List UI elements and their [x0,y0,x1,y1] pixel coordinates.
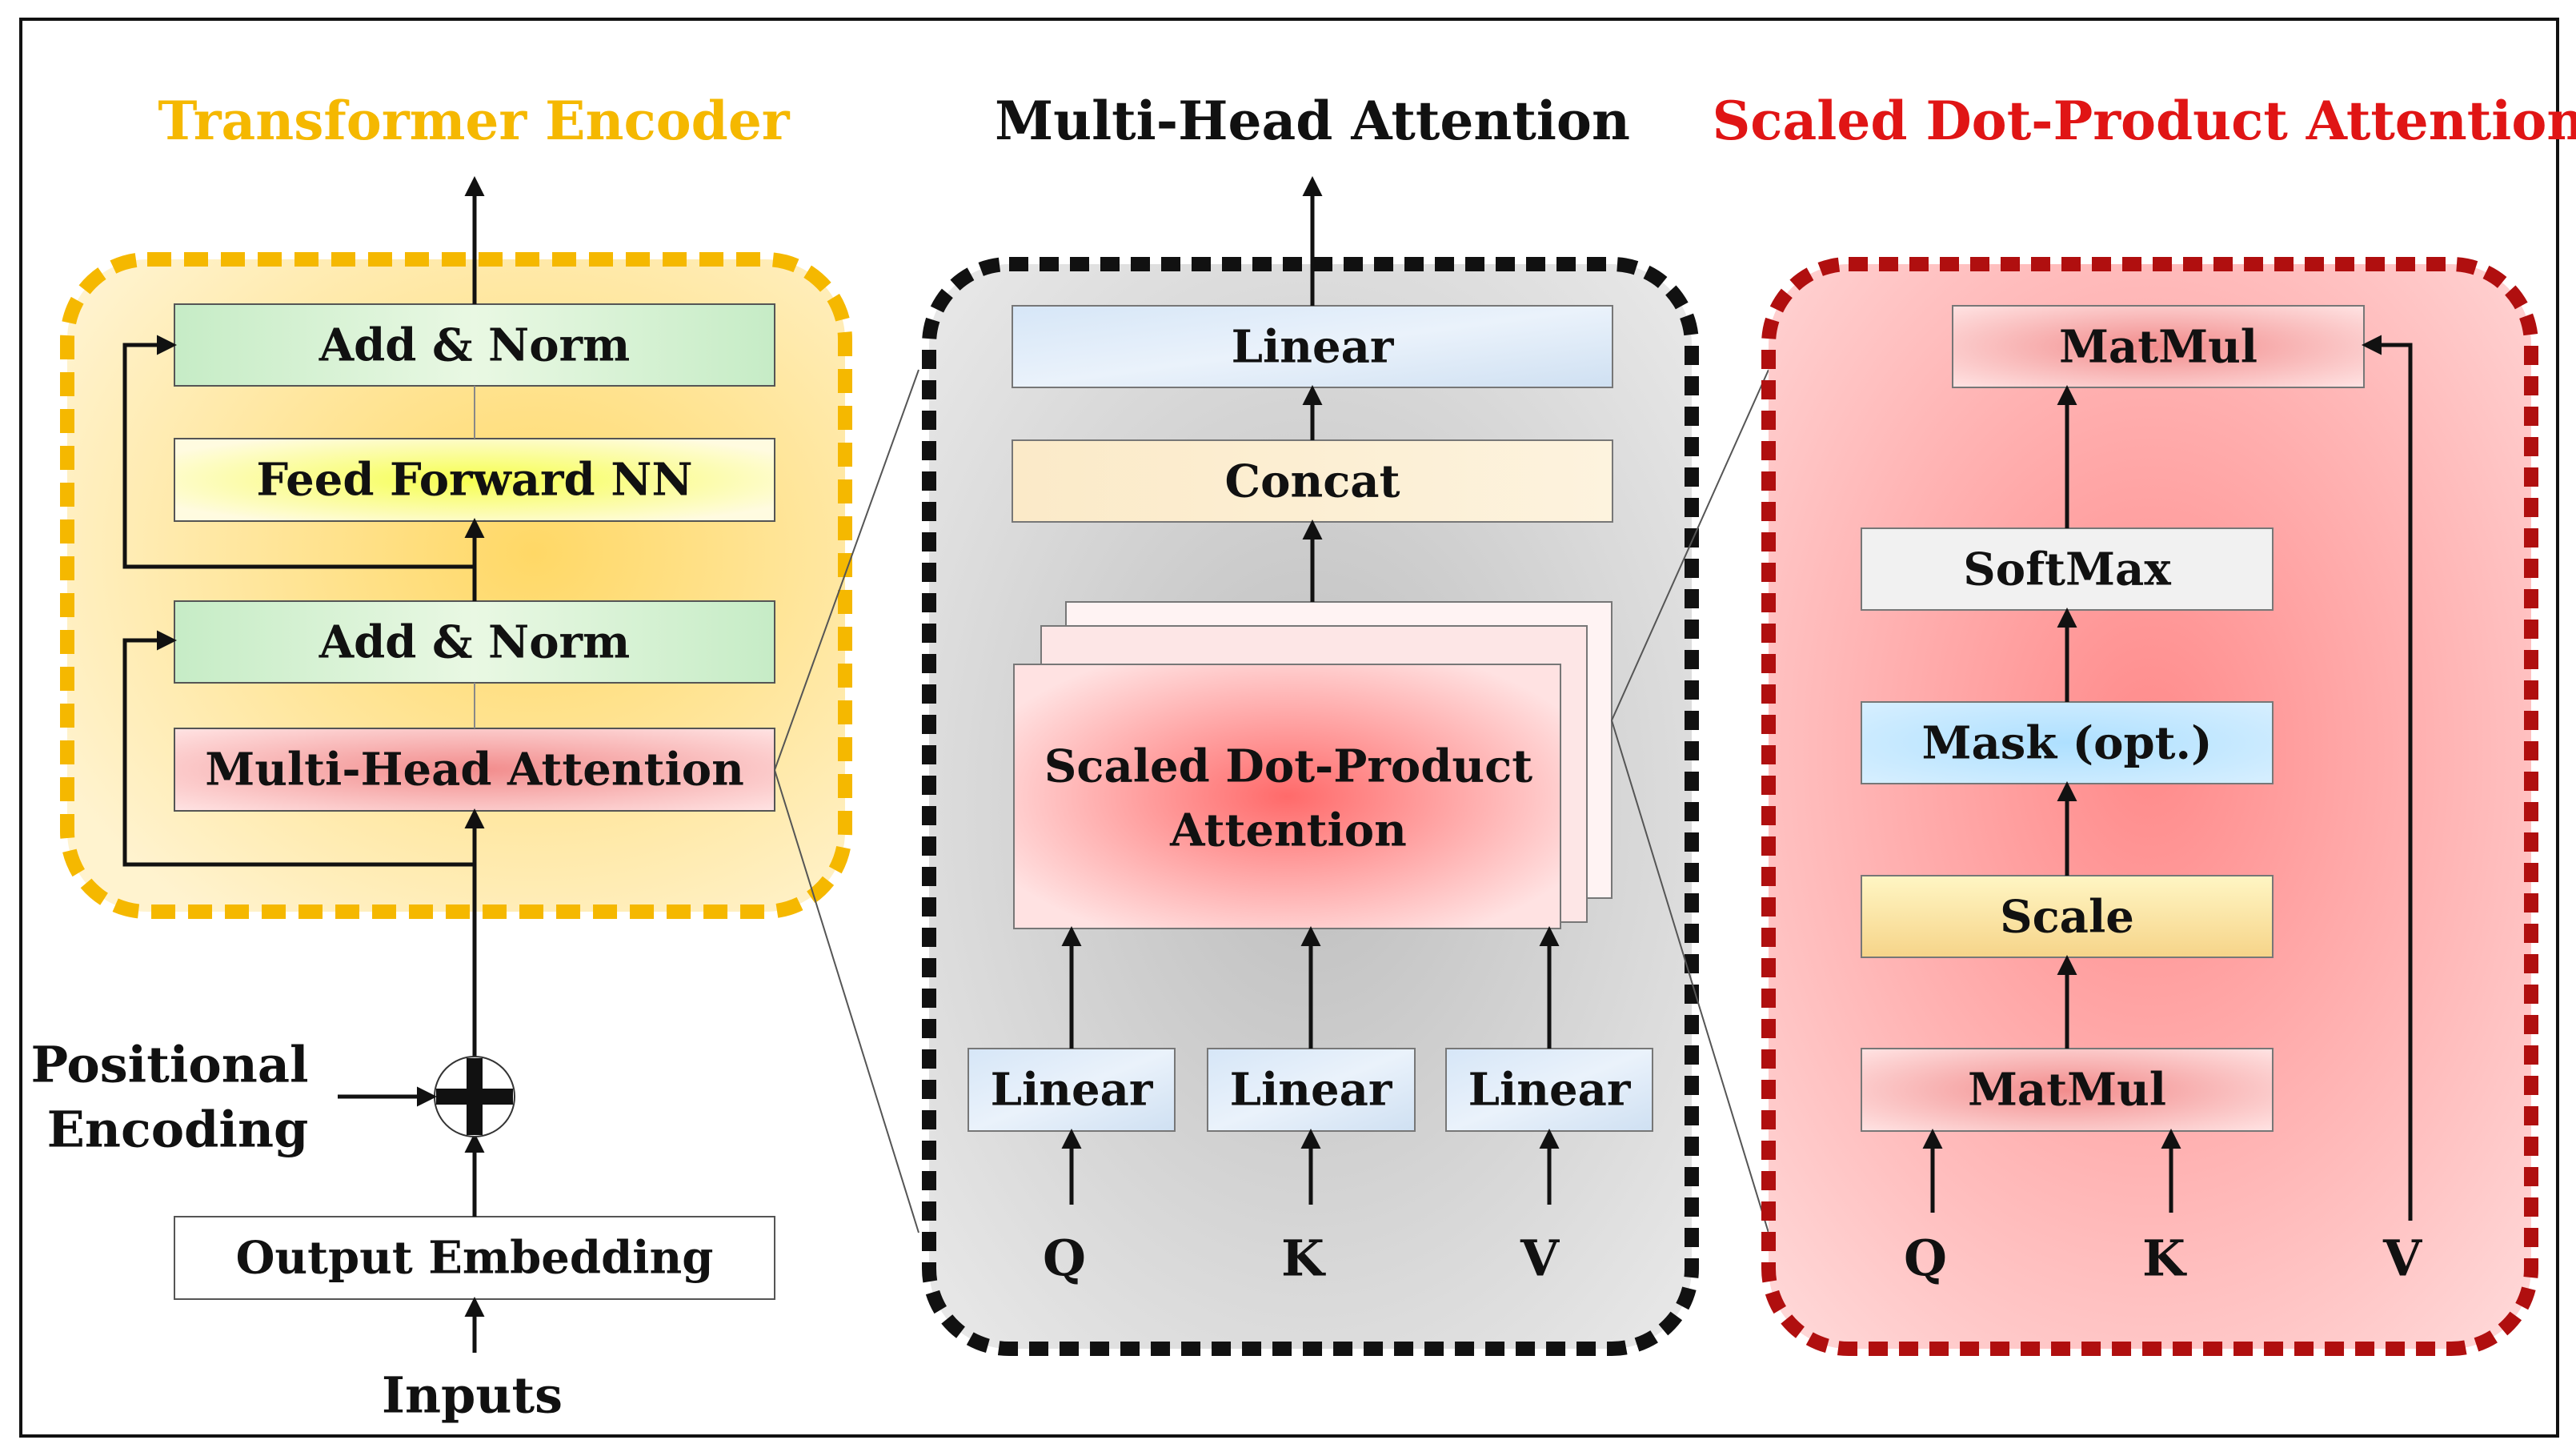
outer-frame [19,18,2559,1438]
linear-v-box [1445,1048,1653,1132]
output-embedding-box [174,1216,775,1300]
mask-box [1861,701,2274,784]
concat-box [1012,439,1613,523]
multihead-panel [922,176,1699,1356]
sdpa-container [1761,257,2538,1356]
residual-top [122,335,475,569]
linear-q-box [968,1048,1176,1132]
linear-k-box [1207,1048,1416,1132]
mha-linear-top-box [1012,305,1613,388]
scale-box [1861,875,2274,958]
encoder-panel [60,176,852,1353]
mha-box [174,728,775,812]
matmul-top-box [1952,305,2365,388]
sdpa-panel [1761,257,2538,1356]
matmul-bottom-box [1861,1048,2274,1132]
v-bypass-arrow [2362,335,2413,1221]
residual-bottom [122,630,475,867]
feed-forward-box [174,438,775,522]
add-norm-top-box [174,303,775,387]
softmax-box [1861,527,2274,611]
sdpa-head-box [1013,664,1561,929]
add-norm-bottom-box [174,600,775,684]
